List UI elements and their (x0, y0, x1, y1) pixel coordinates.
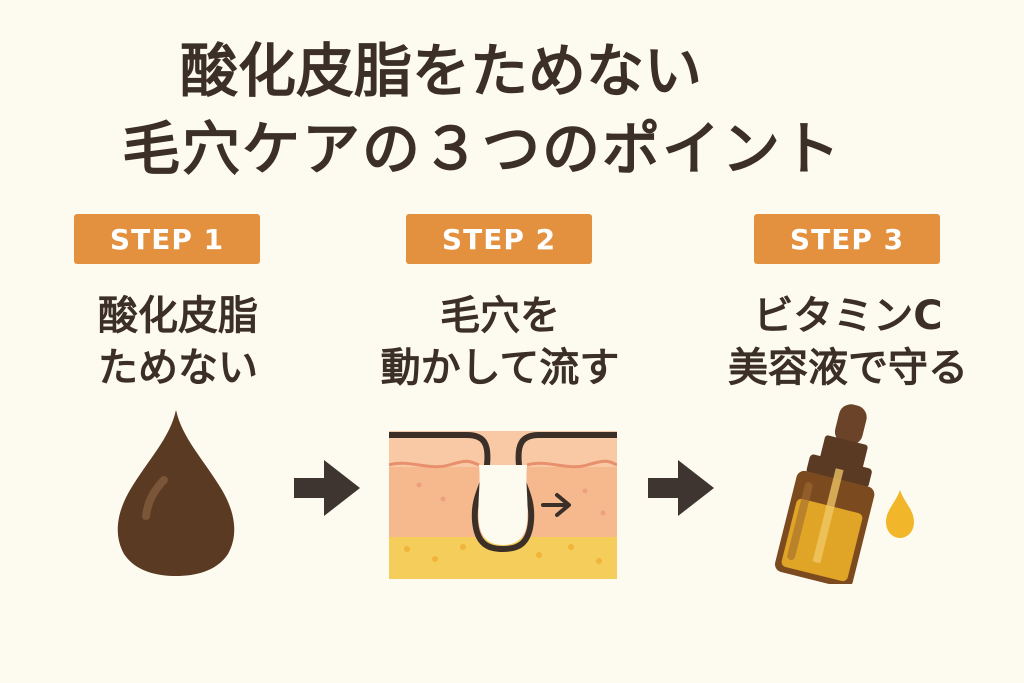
step-2-text-line-2: 動かして流す (380, 345, 620, 391)
step-1-text-line-2: ためない (98, 345, 258, 391)
step-1-text-line-1: 酸化皮脂 (98, 293, 258, 339)
serum-dropper-bottle-icon (774, 404, 914, 584)
page-title-line-1: 酸化皮脂をためない (180, 37, 703, 105)
page-title-line-2: 毛穴ケアの３つのポイント (122, 115, 843, 183)
step-2-badge: STEP 2 (406, 214, 592, 264)
step-3-text-line-1: ビタミンC (753, 293, 943, 339)
step-3-text-line-2: 美容液で守る (728, 345, 968, 391)
step-3-text: ビタミンC 美容液で守る (688, 290, 1008, 394)
step-1-badge: STEP 1 (74, 214, 260, 264)
oil-drop-icon (117, 410, 235, 576)
step-3-badge: STEP 3 (754, 214, 940, 264)
right-arrow-icon (294, 460, 360, 516)
step-2-text-line-1: 毛穴を (440, 293, 560, 339)
pore-cross-section-icon (389, 431, 617, 579)
right-arrow-icon (648, 460, 714, 516)
step-2-text: 毛穴を 動かして流す (340, 290, 660, 394)
step-1-text: 酸化皮脂 ためない (18, 290, 338, 394)
